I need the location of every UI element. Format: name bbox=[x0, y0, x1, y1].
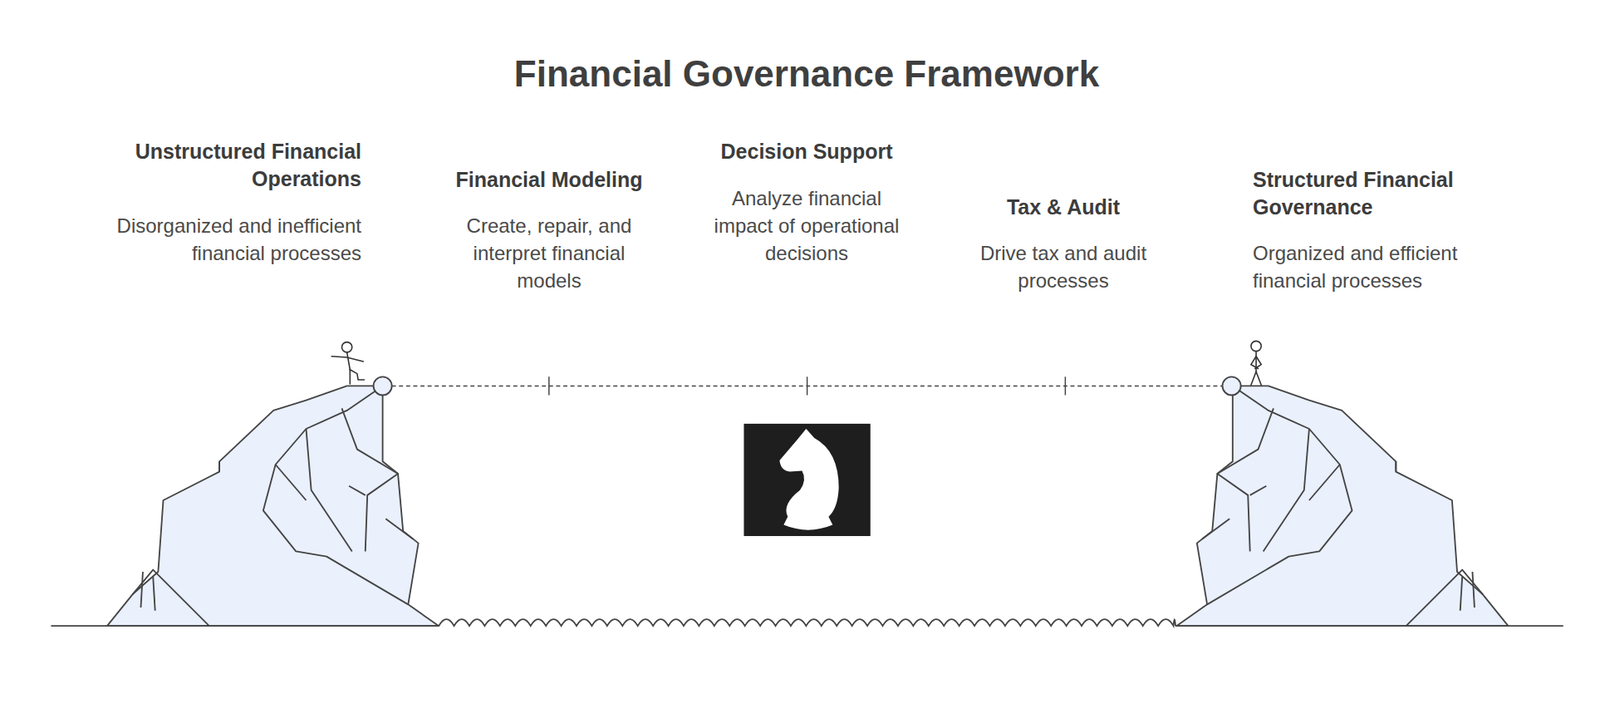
stick-figure bbox=[331, 342, 364, 384]
stage-description: Organized and efficient financial proces… bbox=[1252, 239, 1502, 295]
stage-heading: Structured Financial Governance bbox=[1252, 166, 1502, 221]
stage-heading: Unstructured Financial Operations bbox=[112, 137, 362, 193]
stage-description: Create, repair, and interpret financial … bbox=[441, 211, 658, 295]
stage-description: Disorganized and inefficient financial p… bbox=[112, 211, 362, 267]
stage-heading: Financial Modeling bbox=[441, 166, 658, 194]
diagram-title: Financial Governance Framework bbox=[514, 53, 1100, 95]
water bbox=[438, 618, 1176, 626]
stick-figure bbox=[1251, 340, 1262, 385]
stage-description: Drive tax and audit processes bbox=[959, 239, 1168, 295]
cliff bbox=[107, 385, 439, 626]
stage-heading: Tax & Audit bbox=[959, 193, 1168, 221]
stage-description: Analyze financial impact of operational … bbox=[706, 184, 907, 267]
knight-icon bbox=[743, 423, 870, 536]
stage-heading: Decision Support bbox=[706, 137, 907, 166]
